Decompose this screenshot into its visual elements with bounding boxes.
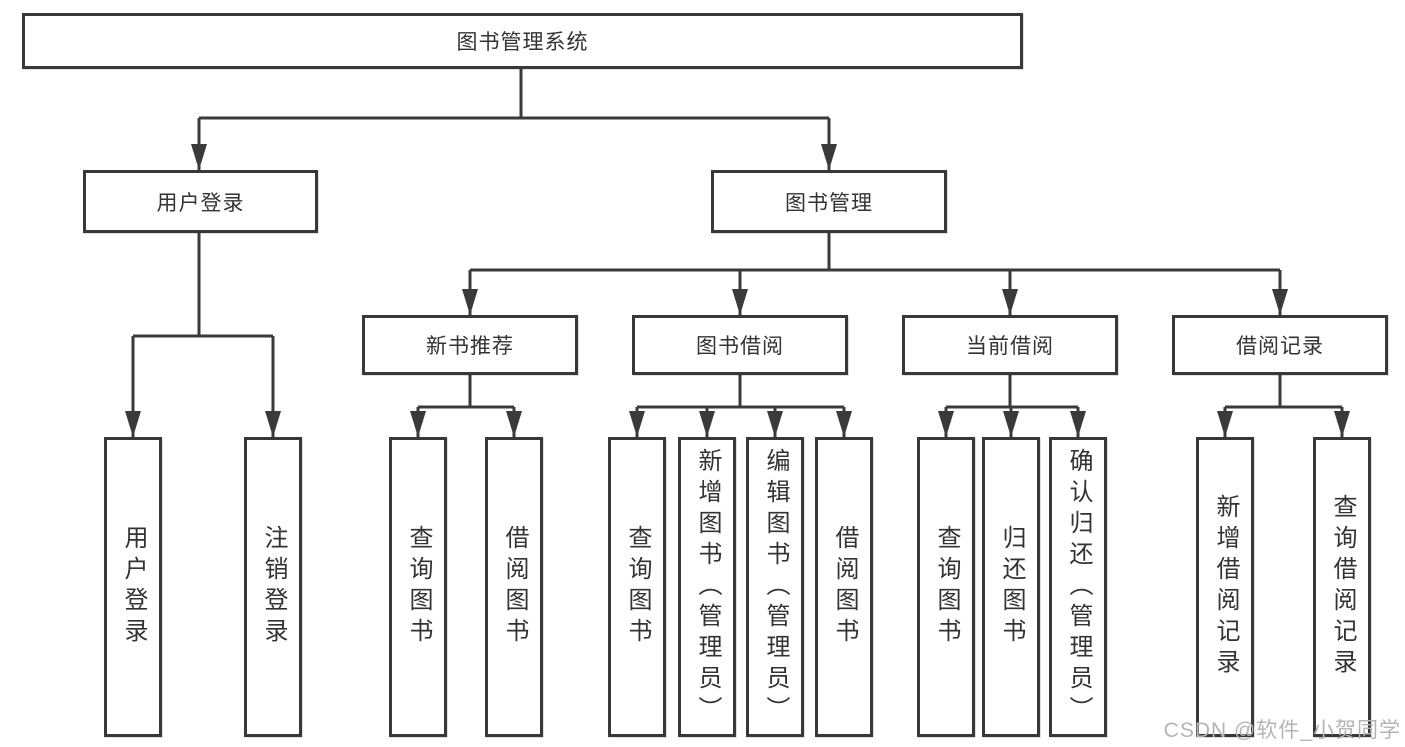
leaf-query-books-current-label: 查询图书 <box>933 525 960 649</box>
node-new-book-recommend: 新书推荐 <box>362 315 578 375</box>
leaf-borrow-books-borrow: 借阅图书 <box>815 437 873 737</box>
csdn-watermark: CSDN @软件_小贺同学 <box>1163 719 1401 742</box>
leaf-logout-label: 注销登录 <box>260 525 287 649</box>
node-book-management-label: 图书管理 <box>785 191 873 215</box>
leaf-borrow-books-recommend-label: 借阅图书 <box>501 525 528 649</box>
leaf-query-borrow-record-label: 查询借阅记录 <box>1329 494 1356 680</box>
leaf-logout: 注销登录 <box>244 437 302 737</box>
node-book-borrowing-label: 图书借阅 <box>696 335 784 358</box>
leaf-query-books-recommend-label: 查询图书 <box>405 525 432 649</box>
leaf-confirm-return-admin-label: 确认归还（管理员） <box>1065 447 1092 727</box>
node-library-system: 图书管理系统 <box>22 13 1023 69</box>
leaf-return-book: 归还图书 <box>982 437 1040 737</box>
leaf-add-borrow-record-label: 新增借阅记录 <box>1212 494 1239 680</box>
node-book-management: 图书管理 <box>711 170 947 233</box>
leaf-confirm-return-admin: 确认归还（管理员） <box>1049 437 1107 737</box>
leaf-borrow-books-recommend: 借阅图书 <box>485 437 543 737</box>
leaf-edit-book-admin: 编辑图书（管理员） <box>746 437 804 737</box>
node-borrowing-records: 借阅记录 <box>1172 315 1388 375</box>
node-book-borrowing: 图书借阅 <box>632 315 848 375</box>
node-user-login-label: 用户登录 <box>156 191 245 215</box>
leaf-query-books-current: 查询图书 <box>917 437 975 737</box>
leaf-add-borrow-record: 新增借阅记录 <box>1196 437 1254 737</box>
node-current-borrowing: 当前借阅 <box>902 315 1118 375</box>
node-new-book-recommend-label: 新书推荐 <box>426 335 514 358</box>
leaf-user-login-label: 用户登录 <box>120 525 147 649</box>
leaf-borrow-books-borrow-label: 借阅图书 <box>831 525 858 649</box>
leaf-return-book-label: 归还图书 <box>998 525 1025 649</box>
leaf-query-books-recommend: 查询图书 <box>389 437 447 737</box>
leaf-add-book-admin: 新增图书（管理员） <box>678 437 736 737</box>
leaf-add-book-admin-label: 新增图书（管理员） <box>694 447 721 727</box>
leaf-query-borrow-record: 查询借阅记录 <box>1313 437 1371 737</box>
node-user-login: 用户登录 <box>83 170 318 233</box>
leaf-query-books-borrow-label: 查询图书 <box>624 525 651 649</box>
leaf-query-books-borrow: 查询图书 <box>608 437 666 737</box>
node-library-system-label: 图书管理系统 <box>456 31 589 54</box>
leaf-edit-book-admin-label: 编辑图书（管理员） <box>762 447 789 727</box>
node-borrowing-records-label: 借阅记录 <box>1236 335 1324 358</box>
leaf-user-login: 用户登录 <box>104 437 162 737</box>
node-current-borrowing-label: 当前借阅 <box>966 335 1054 358</box>
